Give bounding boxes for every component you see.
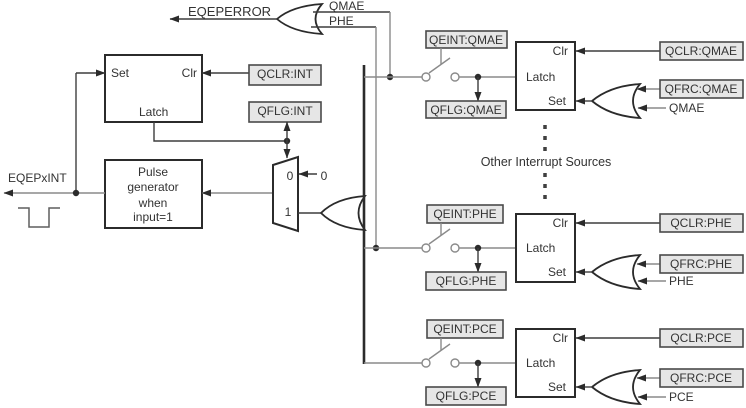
qmae-switch-lever [428, 57, 451, 74]
pce-latch-latch-label: Latch [526, 356, 555, 370]
error-phe-label: PHE [329, 14, 354, 28]
qmae-signal-label: QMAE [669, 101, 704, 115]
phe-latch-set-label: Set [548, 265, 567, 279]
pce-switch-contact-right [450, 358, 460, 368]
interrupt-group-qmae: QEINT:QMAE QFLG:QMAE Clr Latch Set QCLR:… [364, 30, 744, 120]
qfrc-phe-box [659, 254, 744, 274]
pulse-gen-line1: Pulse [138, 165, 168, 179]
qclr-pce-box [659, 328, 744, 348]
pce-switch-contact-left [421, 358, 431, 368]
phe-switch-lever [428, 228, 451, 245]
qfrc-phe-label: QFRC:PHE [670, 257, 732, 271]
interrupt-group-pce: QEINT:PCE QFLG:PCE Clr Latch Set QCLR:PC… [364, 319, 744, 406]
other-sources-section: Other Interrupt Sources [481, 125, 612, 199]
mux-body [272, 155, 299, 233]
interrupt-group-phe: QEINT:PHE QFLG:PHE Clr Latch Set QCLR:PH… [364, 204, 744, 291]
int-latch-set-label: Set [111, 66, 130, 80]
qclr-int-box [248, 64, 322, 86]
qeint-pce-box [426, 319, 504, 339]
qmae-latch-latch-label: Latch [526, 70, 555, 84]
phe-signal-label: PHE [669, 274, 694, 288]
qfrc-pce-label: QFRC:PCE [670, 371, 732, 385]
pce-latch-box [515, 328, 576, 398]
int-latch-section: Set Clr Latch QCLR:INT QFLG:INT [75, 54, 322, 193]
qflg-qmae-box [425, 100, 507, 119]
qmae-latch-set-label: Set [548, 94, 567, 108]
qflg-pce-box [425, 386, 507, 406]
pce-latch-clr-label: Clr [553, 331, 568, 345]
mux-section: 0 1 0 [272, 155, 328, 233]
other-sources-label: Other Interrupt Sources [481, 155, 612, 169]
pce-latch-set-label: Set [548, 380, 567, 394]
qfrc-qmae-box [659, 79, 744, 99]
pce-signal-label: PCE [669, 390, 694, 404]
qeint-qmae-label: QEINT:QMAE [429, 33, 503, 47]
phe-latch-box [515, 213, 576, 283]
qclr-pce-label: QCLR:PCE [670, 331, 731, 345]
qeint-phe-box [426, 204, 504, 224]
eqepxint-junction-dot [72, 189, 80, 197]
pulse-gen-line2: generator [127, 180, 178, 194]
qflg-phe-label: QFLG:PHE [436, 274, 497, 288]
qflg-int-label: QFLG:INT [257, 104, 313, 118]
pce-set-or-gate-icon [590, 368, 643, 406]
int-latch-latch-label: Latch [139, 105, 168, 119]
qeint-qmae-box [425, 30, 508, 49]
int-latch-box [104, 54, 203, 123]
phe-latch-clr-label: Clr [553, 216, 568, 230]
qflg-qmae-label: QFLG:QMAE [430, 103, 501, 117]
eqeperror-label: EQEPERROR [188, 4, 271, 19]
pulse-generator-box [104, 159, 203, 229]
pce-switch-lever [428, 343, 451, 360]
qmae-latch-box [515, 41, 576, 111]
qfrc-qmae-label: QFRC:QMAE [665, 82, 738, 96]
mux-input0-label: 0 [287, 169, 294, 183]
qmae-latch-clr-label: Clr [553, 44, 568, 58]
qmae-set-or-gate-icon [590, 82, 643, 120]
qclr-phe-label: QCLR:PHE [670, 216, 731, 230]
qflg-pce-label: QFLG:PCE [436, 389, 497, 403]
phe-set-or-gate-icon [590, 253, 643, 291]
error-or-gate-icon [275, 2, 325, 36]
int-latch-output-wire [153, 122, 287, 142]
phe-latch-latch-label: Latch [526, 241, 555, 255]
phe-switch-contact-left [421, 243, 431, 253]
qmae-switch-contact-right [450, 72, 460, 82]
qclr-phe-box [659, 213, 744, 233]
phe-switch-contact-right [450, 243, 460, 253]
qclr-qmae-box [659, 41, 744, 61]
qclr-int-label: QCLR:INT [257, 67, 314, 81]
int-latch-clr-label: Clr [182, 66, 197, 80]
sum-or-gate-icon [319, 194, 367, 232]
pulse-gen-line4: input=1 [133, 210, 173, 224]
qclr-qmae-label: QCLR:QMAE [665, 44, 737, 58]
qmae-switch-contact-left [421, 72, 431, 82]
error-qmae-label: QMAE [329, 0, 364, 13]
qeint-phe-label: QEINT:PHE [433, 207, 496, 221]
pulse-gen-line3: when [138, 196, 168, 210]
error-or-section: EQEPERROR QMAE PHE [169, 0, 391, 248]
pulse-waveform-icon [18, 207, 60, 228]
pulse-generator-section: Pulse generator when input=1 EQEPxINT [3, 159, 273, 229]
mux-constant-label: 0 [321, 169, 328, 183]
bus-section [319, 65, 394, 364]
qfrc-pce-box [659, 368, 744, 388]
eqepxint-label: EQEPxINT [8, 171, 67, 185]
mux-input1-label: 1 [285, 205, 292, 219]
qflg-phe-box [425, 271, 507, 291]
qeint-pce-label: QEINT:PCE [433, 322, 496, 336]
